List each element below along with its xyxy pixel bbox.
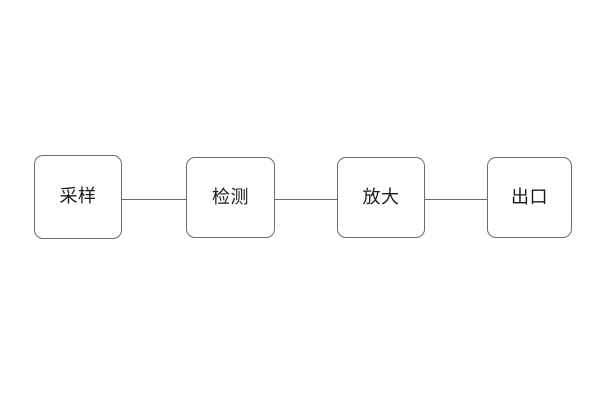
node-output-label: 出口	[511, 186, 548, 208]
connector-sampling-to-detection	[122, 199, 186, 200]
node-detection-label: 检测	[212, 186, 249, 208]
node-amplification-label: 放大	[362, 186, 400, 208]
node-amplification[interactable]: 放大	[337, 157, 425, 238]
connector-amplification-to-output	[425, 199, 487, 200]
node-sampling[interactable]: 采样	[34, 155, 122, 239]
node-detection[interactable]: 检测	[186, 157, 275, 238]
node-output[interactable]: 出口	[487, 157, 572, 238]
connector-detection-to-amplification	[275, 199, 337, 200]
node-sampling-label: 采样	[59, 186, 97, 207]
